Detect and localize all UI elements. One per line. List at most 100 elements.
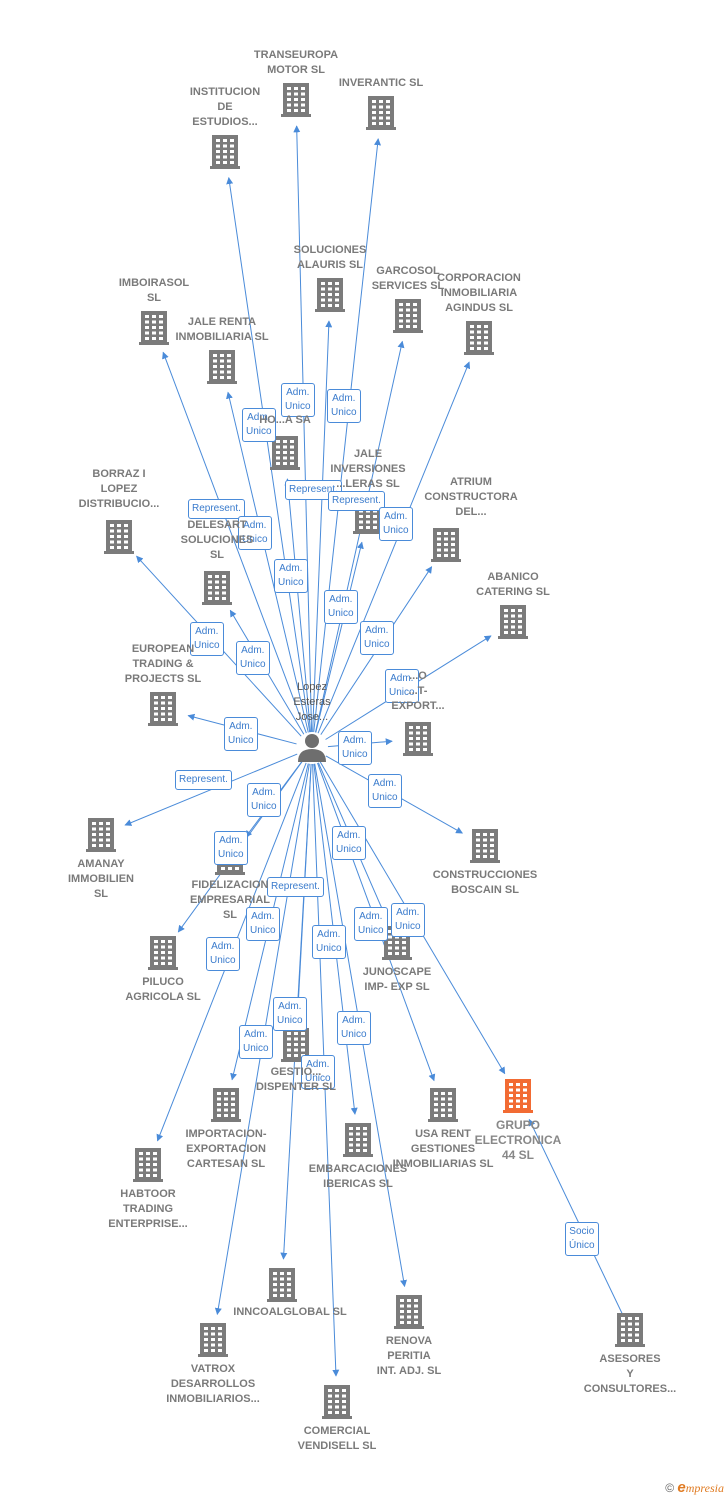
company-label-line: GESTIO... bbox=[270, 1066, 322, 1078]
building-icon[interactable] bbox=[148, 692, 178, 726]
building-icon[interactable] bbox=[315, 278, 345, 312]
brand-logo-initial: e bbox=[677, 1479, 686, 1496]
edge-label-grupo[interactable]: Adm.Unico bbox=[391, 903, 425, 937]
building-icon[interactable] bbox=[202, 571, 232, 605]
edge-label-inverantic[interactable]: Adm.Unico bbox=[327, 389, 361, 423]
focus-building-icon[interactable] bbox=[503, 1079, 533, 1113]
building-icon[interactable] bbox=[464, 321, 494, 355]
edge-label-habtoor[interactable]: Adm.Unico bbox=[214, 831, 248, 865]
company-label-inncoal[interactable]: INNCOALGLOBAL SL bbox=[225, 1305, 355, 1320]
edge-label-gestion[interactable]: Adm.Unico bbox=[273, 997, 307, 1031]
edge-label-jaleinv[interactable]: Adm.Unico bbox=[324, 590, 358, 624]
building-icon[interactable] bbox=[211, 1088, 241, 1122]
edge-label-european[interactable]: Adm.Unico bbox=[224, 717, 258, 751]
building-icon[interactable] bbox=[86, 818, 116, 852]
building-icon[interactable] bbox=[498, 605, 528, 639]
company-label-inverantic[interactable]: INVERANTIC SL bbox=[316, 76, 446, 91]
building-icon[interactable] bbox=[281, 83, 311, 117]
edge-label-importacion[interactable]: Adm.Unico bbox=[239, 1025, 273, 1059]
edge-label-abanico[interactable]: Adm.Unico bbox=[385, 669, 419, 703]
building-icon[interactable] bbox=[470, 829, 500, 863]
edge-label-inncoal[interactable]: Represent. bbox=[267, 877, 324, 897]
edge-label-corporacion[interactable]: Adm.Unico bbox=[379, 507, 413, 541]
building-icon[interactable] bbox=[431, 528, 461, 562]
building-icon[interactable] bbox=[104, 520, 134, 554]
edge-label-line: Unico bbox=[194, 640, 220, 651]
edge-label-vatrox[interactable]: Adm.Unico bbox=[246, 907, 280, 941]
company-label-hora[interactable]: HO...A SA bbox=[220, 413, 350, 428]
edge-label-garcosol[interactable]: Represent. bbox=[328, 491, 385, 511]
building-icon[interactable] bbox=[267, 1268, 297, 1302]
edge-label-jalerenta[interactable]: Adm.Unico bbox=[238, 516, 272, 550]
company-label-gestion[interactable]: GESTIO...DISPENTER SL bbox=[231, 1065, 361, 1095]
company-label-importexport[interactable]: ...O...T-EXPORT... bbox=[353, 669, 483, 714]
edge-label-renova[interactable]: Adm.Unico bbox=[312, 925, 346, 959]
edge-label-transeuropa[interactable]: Adm.Unico bbox=[281, 383, 315, 417]
edge-label-amanay[interactable]: Represent. bbox=[175, 770, 232, 790]
building-icon[interactable] bbox=[343, 1123, 373, 1157]
building-icon[interactable] bbox=[207, 350, 237, 384]
edge-label-imboirasol[interactable]: Represent. bbox=[188, 499, 245, 519]
nodes-layer bbox=[86, 83, 645, 1419]
edge-label-atrium[interactable]: Adm.Unico bbox=[360, 621, 394, 655]
building-icon[interactable] bbox=[270, 436, 300, 470]
edge-label-construcciones[interactable]: Adm.Unico bbox=[332, 826, 366, 860]
building-icon[interactable] bbox=[394, 1295, 424, 1329]
edge-label-piluco[interactable]: Adm.Unico bbox=[206, 937, 240, 971]
building-icon[interactable] bbox=[198, 1323, 228, 1357]
building-icon[interactable] bbox=[403, 722, 433, 756]
edge-label-hora[interactable]: Adm.Unico bbox=[274, 559, 308, 593]
company-label-line: PILUCO bbox=[142, 976, 184, 988]
building-icon[interactable] bbox=[133, 1148, 163, 1182]
edge-label-usarent[interactable]: Adm.Unico bbox=[354, 907, 388, 941]
building-icon[interactable] bbox=[615, 1313, 645, 1347]
building-icon[interactable] bbox=[139, 311, 169, 345]
edge-label-fidelizacion[interactable]: Adm.Unico bbox=[247, 783, 281, 817]
building-icon[interactable] bbox=[382, 926, 412, 960]
edge-label-embarcaciones[interactable]: Adm.Unico bbox=[337, 1011, 371, 1045]
edge-label-importexport[interactable]: Adm.Unico bbox=[338, 731, 372, 765]
edge-label-borraz[interactable]: Adm.Unico bbox=[190, 622, 224, 656]
building-icon[interactable] bbox=[428, 1088, 458, 1122]
edge-label-institucion[interactable]: Adm.Unico bbox=[242, 408, 276, 442]
building-icon[interactable] bbox=[210, 135, 240, 169]
building-icon[interactable] bbox=[366, 96, 396, 130]
edge-label-soluciones[interactable]: Represent. bbox=[285, 480, 342, 500]
building-icon[interactable] bbox=[148, 936, 178, 970]
edge-label-comercial[interactable]: Adm.Unico bbox=[301, 1055, 335, 1089]
building-icon[interactable] bbox=[393, 299, 423, 333]
building-icon[interactable] bbox=[322, 1385, 352, 1419]
edge-label-delesart[interactable]: Adm.Unico bbox=[236, 641, 270, 675]
edge-label-junoscape[interactable]: Adm.Unico bbox=[368, 774, 402, 808]
person-icon[interactable] bbox=[298, 734, 326, 762]
